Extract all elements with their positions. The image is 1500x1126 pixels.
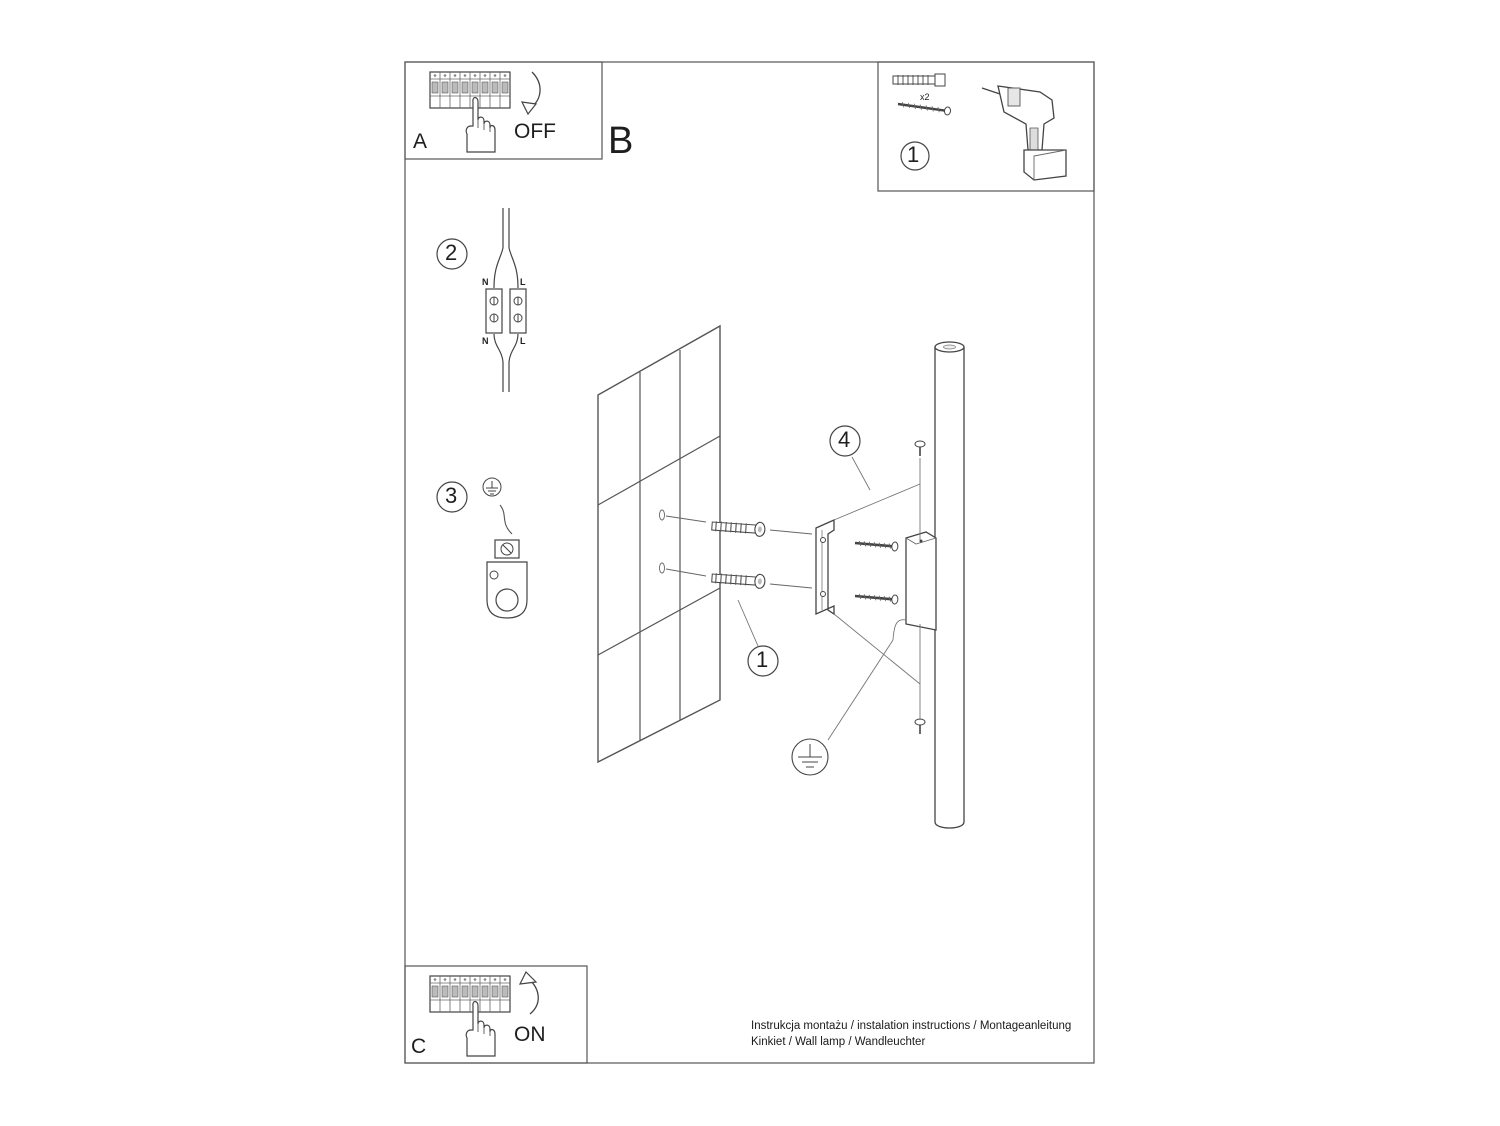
power-off-label: OFF: [514, 120, 556, 143]
mounting-bracket-icon: [815, 518, 835, 616]
set-screw-bottom: [914, 718, 926, 734]
panel-c-box: [404, 965, 588, 1064]
panel-c-letter: C: [411, 1035, 427, 1058]
panel-a-letter: A: [413, 130, 428, 153]
panel-b-letter: B: [608, 120, 634, 162]
ground-symbol-icon: [482, 477, 502, 497]
tools-step-number: 1: [907, 142, 920, 167]
bracket-step-circle: [829, 425, 861, 457]
curved-arrow-icon: [520, 71, 541, 116]
wall-plug-icon: [892, 73, 946, 87]
drill-hole-guides: [659, 509, 813, 589]
screw-lower: [853, 590, 900, 606]
footer-instructions-title: Instrukcja montażu / instalation instruc…: [751, 1020, 1072, 1032]
drill-icon: [981, 85, 1067, 181]
ground-step-number: 3: [445, 483, 458, 508]
ground-step-circle: [436, 481, 468, 513]
set-screw-top: [914, 440, 926, 456]
wiring-step-number: 2: [445, 240, 458, 265]
panel-a-box: [404, 61, 603, 160]
page-frame: [404, 61, 1095, 1064]
tools-step-circle: [900, 141, 930, 171]
breaker-panel-icon: [429, 71, 511, 109]
terminal-l-top: L: [520, 277, 526, 287]
terminal-n-bottom: N: [482, 336, 489, 346]
power-on-label: ON: [514, 1023, 546, 1046]
footer-product-name: Kinkiet / Wall lamp / Wandleuchter: [751, 1036, 926, 1048]
dowel-step-number: 1: [756, 647, 769, 672]
bracket-step-number: 4: [838, 427, 851, 452]
terminal-l-bottom: L: [520, 336, 526, 346]
screw-upper: [853, 537, 900, 553]
screw-quantity: x2: [920, 92, 930, 102]
ground-callout-icon: [791, 738, 829, 776]
wire-connector-icon: [485, 208, 527, 392]
wiring-step-circle: [436, 238, 468, 270]
dowel-step-circle: [747, 645, 779, 677]
panel-tools-box: [877, 61, 1095, 192]
screw-icon: [897, 101, 952, 116]
lamp-tube-icon: [905, 341, 965, 829]
callout-lines: [737, 456, 921, 741]
wall-tiles-icon: [597, 324, 721, 764]
terminal-n-top: N: [482, 277, 489, 287]
breaker-panel-icon: [429, 975, 511, 1013]
ground-terminal-icon: [486, 539, 528, 619]
curved-arrow-icon: [518, 970, 539, 1015]
